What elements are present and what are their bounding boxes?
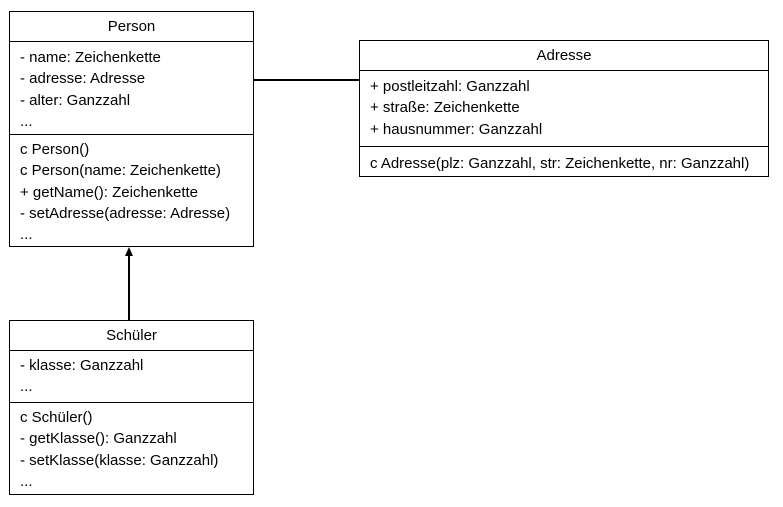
methods-section: c Person() c Person(name: Zeichenkette) … xyxy=(10,135,253,249)
method-row: c Schüler() xyxy=(20,409,93,426)
method-row: ... xyxy=(20,472,33,490)
class-person[interactable]: Person - name: Zeichenkette - adresse: A… xyxy=(9,11,254,247)
inheritance-arrowhead xyxy=(125,247,133,256)
attribute-row: - klasse: Ganzzahl xyxy=(20,357,144,374)
method-row: c Person() xyxy=(20,141,90,158)
attribute-row: + hausnummer: Ganzzahl xyxy=(370,120,543,138)
method-row: c Adresse(plz: Ganzzahl, str: Zeichenket… xyxy=(370,155,750,172)
attribute-row: ... xyxy=(20,112,33,130)
attributes-section: - klasse: Ganzzahl ... xyxy=(10,351,253,403)
methods-section: c Adresse(plz: Ganzzahl, str: Zeichenket… xyxy=(360,147,768,178)
class-name: Person xyxy=(10,12,253,42)
attribute-row: - alter: Ganzzahl xyxy=(20,91,131,109)
methods-section: c Schüler() - getKlasse(): Ganzzahl - se… xyxy=(10,403,253,496)
method-row: - setAdresse(adresse: Adresse) xyxy=(20,204,231,222)
class-name: Schüler xyxy=(10,321,253,351)
class-schueler[interactable]: Schüler - klasse: Ganzzahl ... c Schüler… xyxy=(9,320,254,495)
method-row: - setKlasse(klasse: Ganzzahl) xyxy=(20,451,219,469)
method-row: c Person(name: Zeichenkette) xyxy=(20,162,221,180)
method-row: + getName(): Zeichenkette xyxy=(20,183,199,201)
attribute-row: + straße: Zeichenkette xyxy=(370,99,520,117)
attributes-section: + postleitzahl: Ganzzahl + straße: Zeich… xyxy=(360,71,768,147)
attribute-row: + postleitzahl: Ganzzahl xyxy=(370,78,530,95)
method-row: ... xyxy=(20,226,33,244)
class-name: Adresse xyxy=(360,41,768,71)
attribute-row: ... xyxy=(20,378,33,396)
method-row: - getKlasse(): Ganzzahl xyxy=(20,430,177,448)
attributes-section: - name: Zeichenkette - adresse: Adresse … xyxy=(10,42,253,135)
class-adresse[interactable]: Adresse + postleitzahl: Ganzzahl + straß… xyxy=(359,40,769,177)
attribute-row: - name: Zeichenkette xyxy=(20,49,161,66)
attribute-row: - adresse: Adresse xyxy=(20,70,146,88)
